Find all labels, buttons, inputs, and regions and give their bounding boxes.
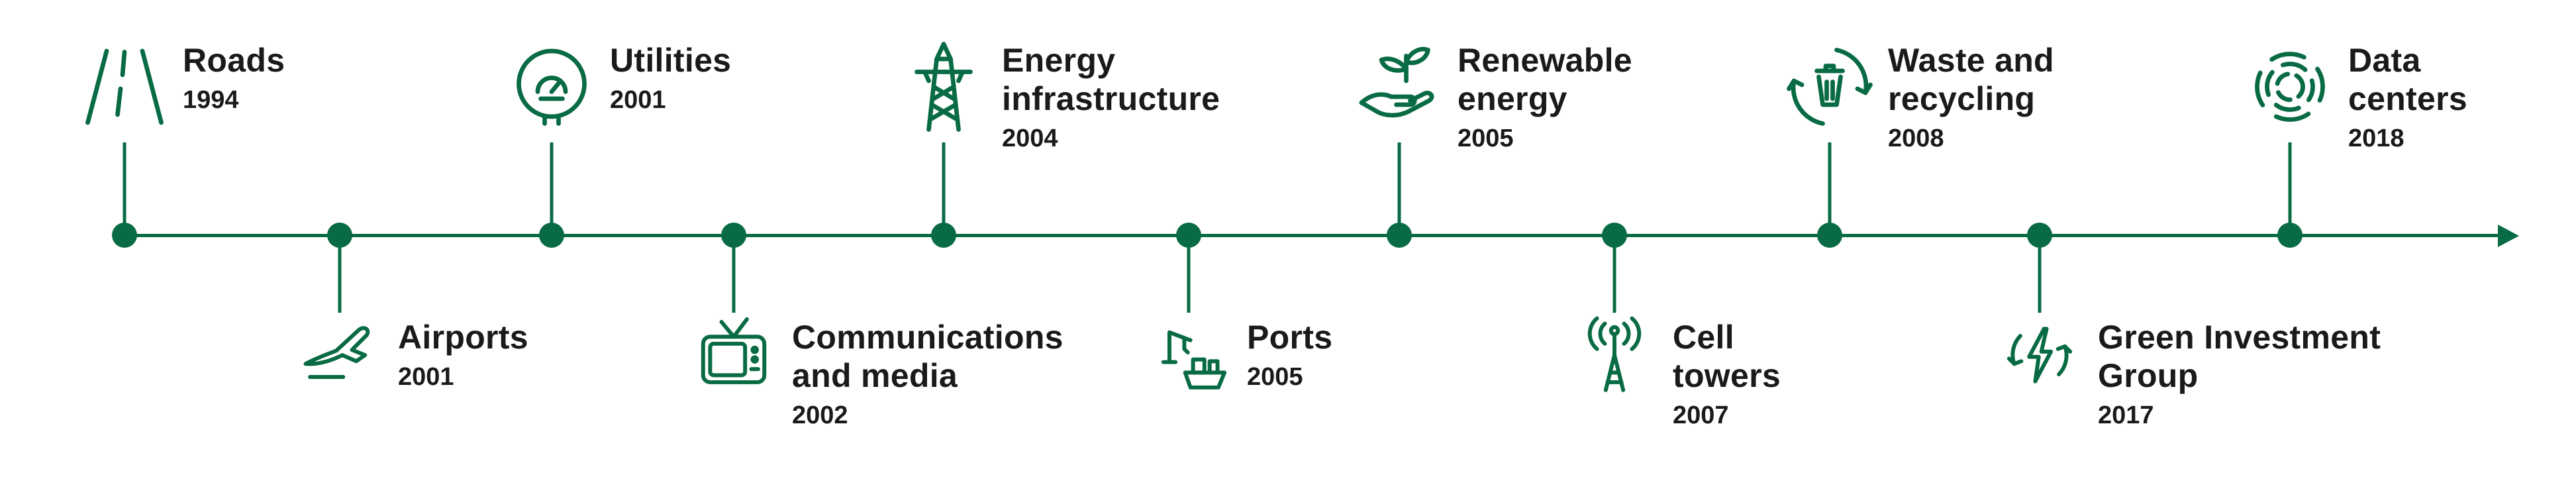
airplane-icon xyxy=(296,311,383,399)
timeline-dot xyxy=(721,223,746,248)
cell-tower-icon xyxy=(1571,311,1658,399)
item-title: Green Investment xyxy=(2098,319,2381,356)
timeline-dot xyxy=(2027,223,2052,248)
item-year: 2018 xyxy=(2348,125,2404,152)
item-year: 2002 xyxy=(792,401,848,429)
timeline-dot xyxy=(931,223,956,248)
ship-crane-icon xyxy=(1145,311,1232,399)
item-year: 2008 xyxy=(1888,125,1944,152)
timeline-dot xyxy=(539,223,564,248)
item-year: 2005 xyxy=(1458,125,1514,152)
timeline-stem xyxy=(123,142,126,235)
item-title: Utilities xyxy=(610,42,732,79)
item-title: Airports xyxy=(398,319,528,356)
item-year: 2017 xyxy=(2098,401,2154,429)
item-title: towers xyxy=(1673,357,1781,394)
data-centers-icon xyxy=(2240,37,2340,136)
timeline-stem xyxy=(942,142,946,235)
item-year: 2005 xyxy=(1247,363,1303,391)
timeline-stem xyxy=(1828,142,1832,235)
item-year: 2001 xyxy=(610,86,666,114)
item-year: 2007 xyxy=(1673,401,1729,429)
utility-meter-icon xyxy=(502,37,601,136)
tv-icon xyxy=(690,311,777,399)
item-title: energy xyxy=(1458,80,1567,117)
timeline-dot xyxy=(112,223,137,248)
timeline-stem xyxy=(732,235,736,313)
timeline-stem xyxy=(550,142,554,235)
item-title: recycling xyxy=(1888,80,2036,117)
hand-sprout-icon xyxy=(1350,37,1449,136)
waste-recycling-icon xyxy=(1780,37,1879,136)
item-title: Ports xyxy=(1247,319,1333,356)
timeline-dot xyxy=(1817,223,1842,248)
item-title: Group xyxy=(2098,357,2199,394)
item-year: 2001 xyxy=(398,363,454,391)
timeline-axis xyxy=(124,234,2501,237)
item-title: Roads xyxy=(183,42,285,79)
green-energy-cycle-icon xyxy=(1996,311,2083,399)
item-title: Waste and xyxy=(1888,42,2054,79)
item-title: Renewable xyxy=(1458,42,1632,79)
timeline-stem xyxy=(338,235,342,313)
item-title: Data xyxy=(2348,42,2421,79)
timeline-stem xyxy=(2288,142,2292,235)
transmission-tower-icon xyxy=(894,37,993,136)
item-title: centers xyxy=(2348,80,2467,117)
item-title: infrastructure xyxy=(1002,80,1220,117)
timeline-dot xyxy=(1176,223,1201,248)
timeline-item-text: Roads 1994 xyxy=(183,41,285,115)
timeline-stem xyxy=(1187,235,1191,313)
timeline-stem xyxy=(1612,235,1616,313)
timeline-stem xyxy=(2038,235,2042,313)
item-title: and media xyxy=(792,357,958,394)
timeline-item-text: Utilities 2001 xyxy=(610,41,731,115)
timeline-dot xyxy=(327,223,352,248)
timeline-stem xyxy=(1397,142,1401,235)
item-year: 2004 xyxy=(1002,125,1058,152)
timeline-item-text: Ports 2005 xyxy=(1247,318,1332,392)
item-year: 1994 xyxy=(183,86,239,114)
item-title: Cell xyxy=(1673,319,1734,356)
road-icon xyxy=(75,37,174,136)
timeline-item-text: Airports 2001 xyxy=(398,318,528,392)
item-title: Communications xyxy=(792,319,1064,356)
timeline-dot xyxy=(1602,223,1627,248)
axis-arrowhead-icon xyxy=(2498,225,2519,247)
item-title: Energy xyxy=(1002,42,1116,79)
timeline-dot xyxy=(2277,223,2303,248)
timeline-dot xyxy=(1387,223,1412,248)
